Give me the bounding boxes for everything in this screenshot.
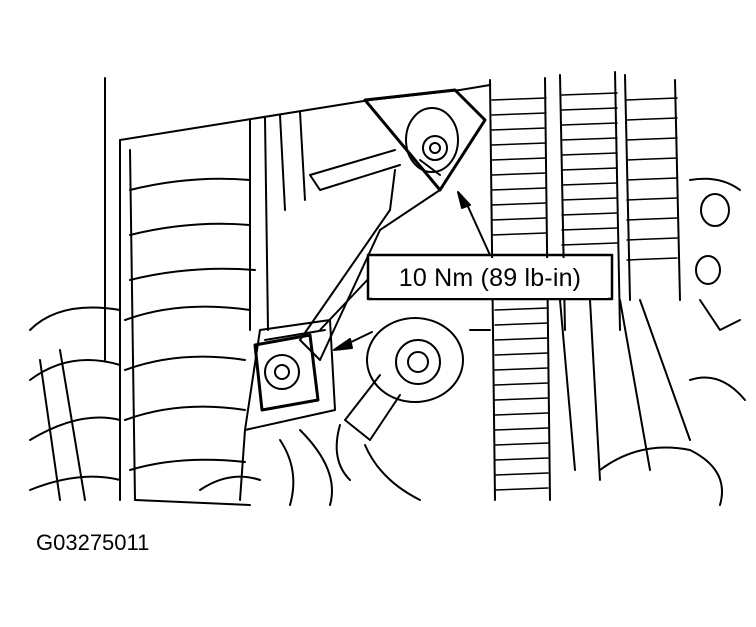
right-components (599, 177, 746, 506)
left-hose (124, 111, 306, 501)
callout-leader (319, 274, 373, 331)
torque-callout-label: 10 Nm (89 lb-in) (372, 258, 608, 298)
background-structure (29, 77, 491, 501)
torque-arrows (333, 191, 491, 351)
lower-bolt (253, 333, 320, 412)
pivot-arm (299, 317, 491, 506)
upper-bolt (363, 88, 487, 192)
bottom-structure (134, 429, 295, 506)
figure-id: G03275011 (36, 530, 150, 555)
mounting-bracket (244, 149, 441, 431)
